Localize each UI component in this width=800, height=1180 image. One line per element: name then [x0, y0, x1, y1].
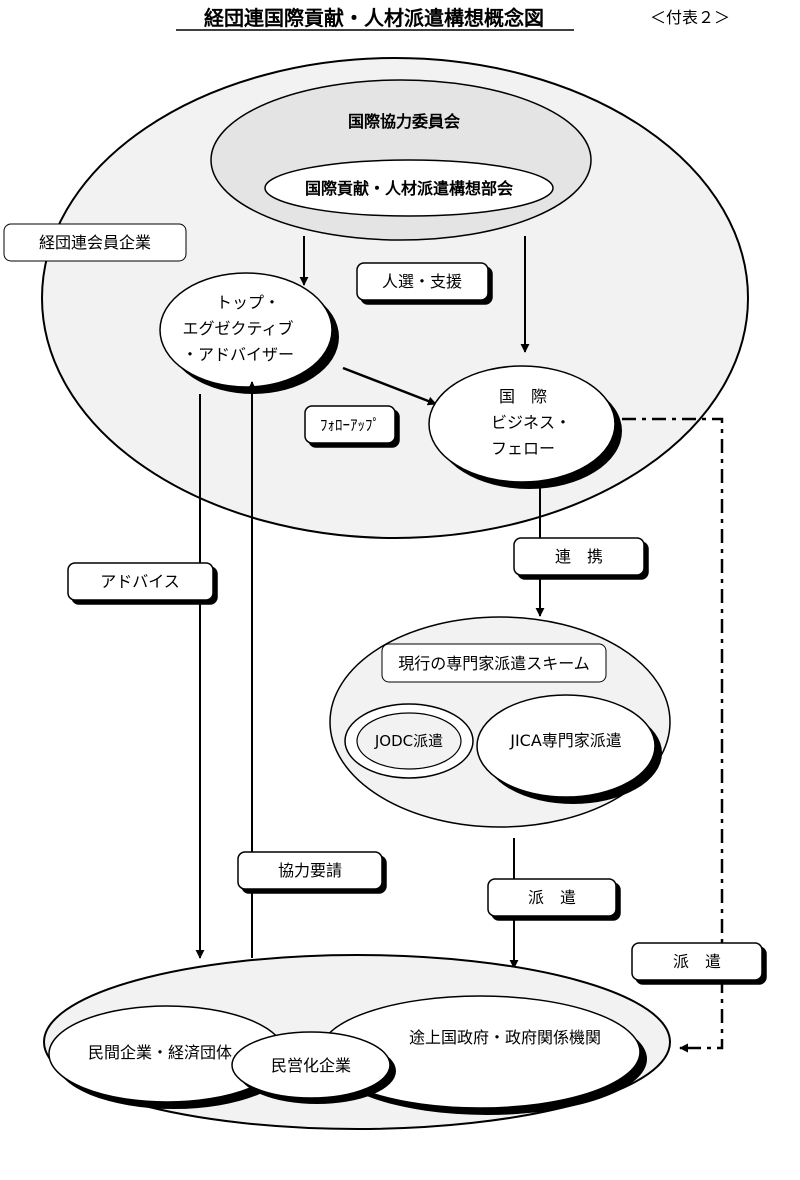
advisor-label-line3: ・アドバイザー — [182, 345, 294, 364]
selection-support-label: 人選・支援 — [382, 272, 462, 291]
fellow-label-line1: 国 際 — [499, 387, 547, 406]
subcommittee-ellipse — [264, 159, 554, 217]
direct-dispatch-label: 派 遣 — [673, 952, 721, 971]
selection-support-box — [356, 262, 489, 301]
jodc-inner-ellipse — [356, 712, 462, 770]
cooperation-label: 連 携 — [555, 547, 603, 566]
annex-label: ＜付表２＞ — [650, 8, 730, 27]
advice-box — [67, 562, 214, 601]
cooperation-request-label: 協力要請 — [278, 861, 342, 880]
fellow-label-line3: フェロー — [491, 439, 555, 458]
direct-dispatch-box — [631, 942, 763, 981]
dispatch-box — [487, 878, 617, 917]
intl-cooperation-committee-label: 国際協力委員会 — [348, 112, 460, 131]
jica-label: JICA専門家派遣 — [509, 731, 622, 750]
diagram-title: 経団連国際貢献・人材派遣構想概念図 — [204, 6, 544, 30]
follow-up-label: ﾌｫﾛｰｱｯﾌﾟ — [320, 416, 380, 434]
cooperation-request-box — [237, 851, 383, 890]
advisor-label-line1: トップ・ — [216, 293, 280, 312]
advisor-label-line2: エグゼクティブ — [182, 319, 293, 338]
expert-scheme-label: 現行の専門家派遣スキーム — [398, 654, 590, 673]
dispatch-label: 派 遣 — [528, 888, 576, 907]
advice-label: アドバイス — [100, 572, 180, 591]
privatized-companies-ellipse — [231, 1031, 391, 1099]
jodc-label: JODC派遣 — [374, 732, 443, 750]
member-companies-label: 経団連会員企業 — [39, 233, 151, 252]
subcommittee-label: 国際貢献・人材派遣構想部会 — [305, 179, 513, 198]
expert-scheme-box — [381, 643, 607, 683]
arrow-advisor-to-fellow — [342, 366, 437, 406]
direct-dispatch-line — [622, 417, 724, 1053]
private-companies-label: 民間企業・経済団体 — [88, 1043, 232, 1062]
follow-up-box — [304, 405, 396, 444]
privatized-companies-label: 民営化企業 — [271, 1056, 351, 1075]
intl-business-fellow-ellipse — [428, 365, 616, 483]
member-companies-box — [3, 223, 187, 262]
jica-ellipse — [476, 694, 656, 798]
top-executive-advisor-ellipse — [159, 272, 333, 388]
developing-government-label: 途上国政府・政府関係機関 — [409, 1028, 601, 1047]
cooperation-box — [513, 537, 645, 576]
fellow-label-line2: ビジネス・ — [491, 413, 571, 432]
